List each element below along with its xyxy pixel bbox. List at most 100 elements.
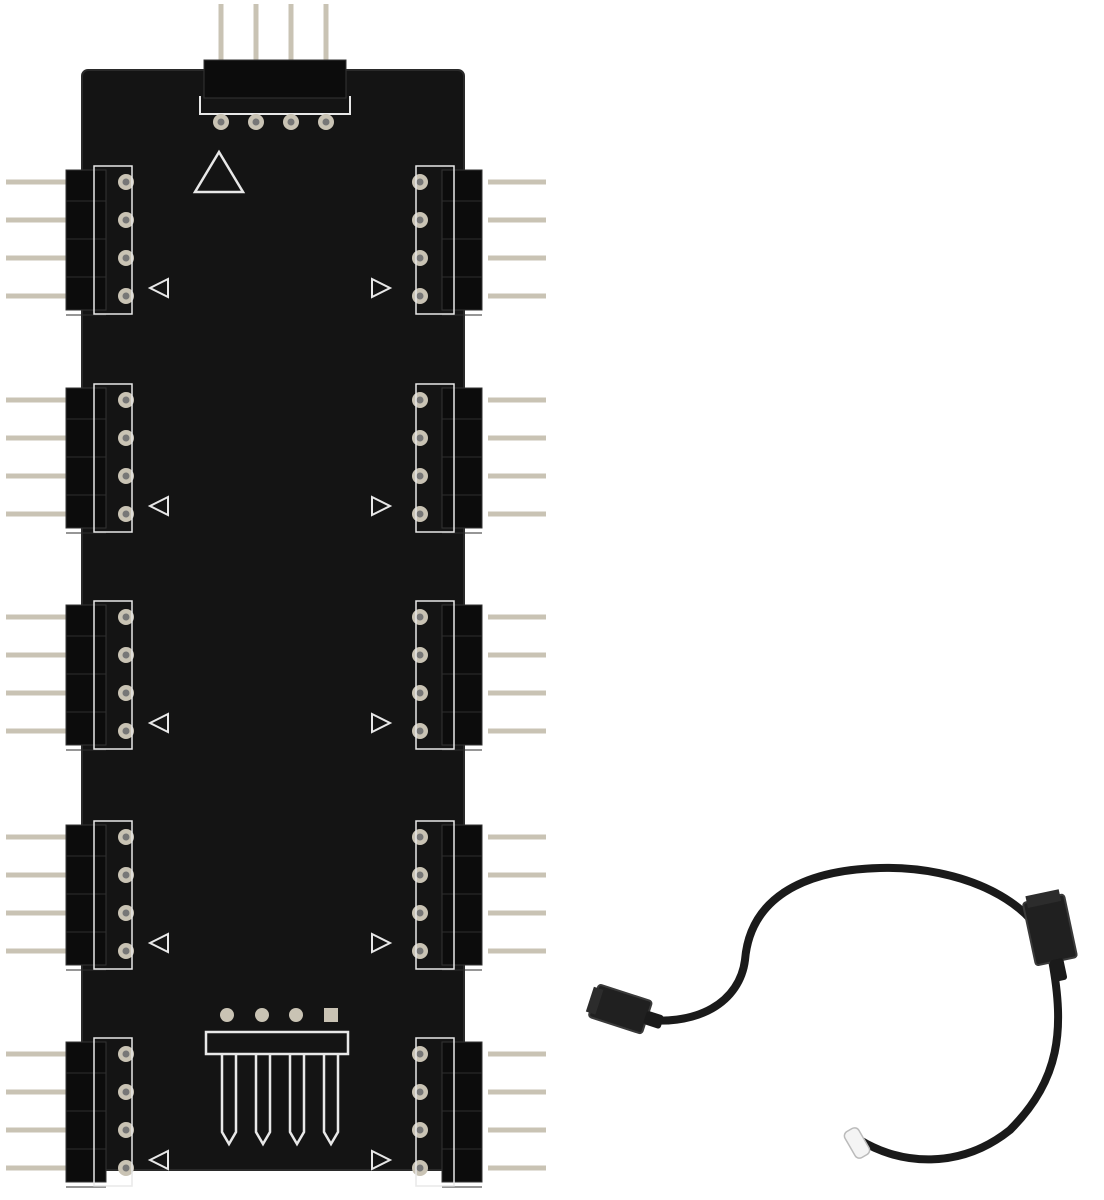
extension-cable xyxy=(585,863,1078,1164)
pinout-pin-outline-3 xyxy=(288,1054,306,1147)
output-header-housing xyxy=(441,169,483,311)
output-pin xyxy=(488,397,546,403)
output-silkscreen-outline xyxy=(93,600,133,750)
pinout-pad-3 xyxy=(289,1008,303,1022)
output-solder-pad-hole xyxy=(122,689,130,697)
output-pin xyxy=(6,511,68,517)
output-silkscreen-outline xyxy=(415,1037,455,1187)
pinout-header-outline xyxy=(204,1030,350,1056)
output-header-housing xyxy=(441,387,483,529)
pinout-pad-4 xyxy=(324,1008,338,1022)
output-pin xyxy=(488,217,546,223)
output-pin xyxy=(6,255,68,261)
output-header-housing xyxy=(65,387,107,529)
output-header-housing xyxy=(441,824,483,966)
input-direction-triangle-icon xyxy=(192,149,246,194)
output-pin xyxy=(6,652,68,658)
splitter-hub-board xyxy=(6,4,546,1188)
input-solder-pad-hole xyxy=(217,118,225,126)
cable-connector-right-face xyxy=(1025,889,1062,909)
output-pin xyxy=(6,397,68,403)
cable-connector-right-strain-relief xyxy=(1049,958,1068,982)
cable-connector-left xyxy=(585,984,664,1035)
output-pin xyxy=(488,948,546,954)
output-connectors xyxy=(6,165,546,1188)
output-solder-pad-hole xyxy=(122,651,130,659)
input-pin xyxy=(253,4,259,64)
output-solder-pad-hole xyxy=(122,1088,130,1096)
output-connector-right xyxy=(371,600,546,751)
output-pin xyxy=(488,834,546,840)
output-direction-triangle-icon xyxy=(371,932,393,954)
output-pin xyxy=(6,872,68,878)
output-pin xyxy=(488,652,546,658)
output-direction-triangle-icon xyxy=(147,932,169,954)
output-pin xyxy=(488,293,546,299)
input-solder-pad-hole xyxy=(287,118,295,126)
output-solder-pad-hole xyxy=(416,871,424,879)
output-connector-left xyxy=(6,600,169,751)
output-connector-left xyxy=(6,383,169,534)
output-silkscreen-outline xyxy=(93,820,133,970)
output-pin xyxy=(6,834,68,840)
pinout-silkscreen xyxy=(204,1008,350,1147)
pcb-board xyxy=(81,69,465,1171)
output-solder-pad-hole xyxy=(416,689,424,697)
output-connector-right xyxy=(371,820,546,971)
pinout-pin-outline-1 xyxy=(220,1054,238,1147)
output-solder-pad-hole xyxy=(416,1126,424,1134)
output-solder-pad-hole xyxy=(122,1126,130,1134)
output-silkscreen-outline xyxy=(415,383,455,533)
output-silkscreen-outline xyxy=(93,165,133,315)
output-solder-pad-hole xyxy=(416,1050,424,1058)
output-connector-right xyxy=(371,1037,546,1188)
output-pin xyxy=(488,728,546,734)
output-pin xyxy=(6,473,68,479)
output-solder-pad-hole xyxy=(122,871,130,879)
input-pin xyxy=(288,4,294,64)
cable-connector-right xyxy=(1022,889,1078,982)
output-solder-pad-hole xyxy=(122,178,130,186)
output-direction-triangle-icon xyxy=(371,495,393,517)
output-header-housing xyxy=(65,604,107,746)
pinout-pin-outline-4 xyxy=(322,1054,340,1147)
output-solder-pad-hole xyxy=(416,613,424,621)
output-solder-pad-hole xyxy=(416,292,424,300)
output-pin xyxy=(6,910,68,916)
input-solder-pad-hole xyxy=(252,118,260,126)
cable-tie xyxy=(843,1127,871,1159)
output-direction-triangle-icon xyxy=(371,1149,393,1171)
output-solder-pad-hole xyxy=(416,178,424,186)
output-pin xyxy=(6,1127,68,1133)
output-solder-pad-hole xyxy=(122,613,130,621)
output-pin xyxy=(6,948,68,954)
output-solder-pad-hole xyxy=(416,1164,424,1172)
output-pin xyxy=(6,1165,68,1171)
output-solder-pad-hole xyxy=(122,947,130,955)
output-solder-pad-hole xyxy=(122,396,130,404)
output-solder-pad-hole xyxy=(416,833,424,841)
output-solder-pad-hole xyxy=(122,434,130,442)
output-solder-pad-hole xyxy=(122,727,130,735)
output-connector-left xyxy=(6,1037,169,1188)
output-pin xyxy=(488,872,546,878)
output-pin xyxy=(488,1089,546,1095)
output-pin xyxy=(6,690,68,696)
cable-connector-left-strain-relief xyxy=(643,1011,664,1029)
output-pin xyxy=(488,1127,546,1133)
input-solder-pad-hole xyxy=(322,118,330,126)
input-pin xyxy=(218,4,224,64)
output-solder-pad-hole xyxy=(416,651,424,659)
output-silkscreen-outline xyxy=(93,1037,133,1187)
output-pin xyxy=(6,179,68,185)
output-pin xyxy=(6,1089,68,1095)
output-silkscreen-outline xyxy=(415,600,455,750)
output-solder-pad-hole xyxy=(122,909,130,917)
output-solder-pad-hole xyxy=(416,472,424,480)
output-pin xyxy=(488,473,546,479)
pinout-pad-2 xyxy=(255,1008,269,1022)
output-connector-left xyxy=(6,820,169,971)
output-pin xyxy=(488,179,546,185)
input-header xyxy=(199,4,351,130)
output-silkscreen-outline xyxy=(415,820,455,970)
